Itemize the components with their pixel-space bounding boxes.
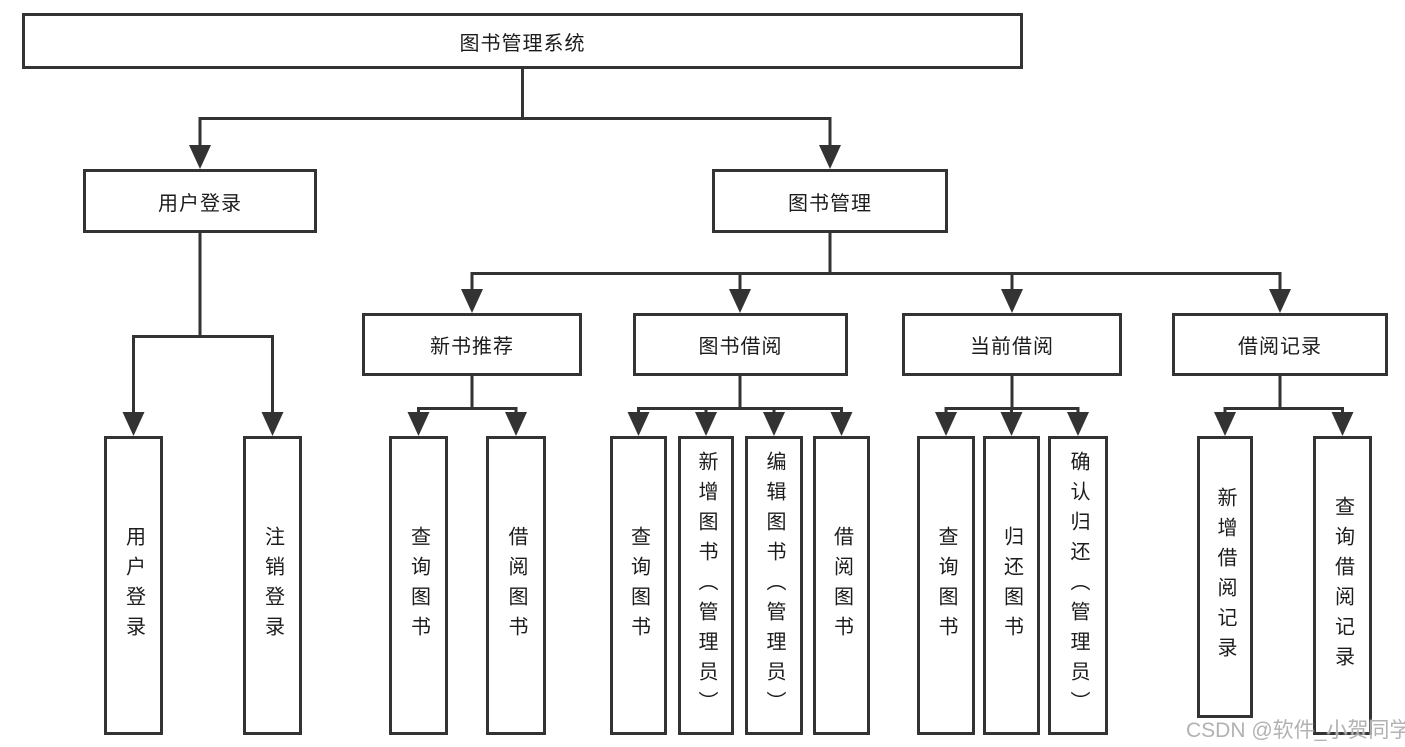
leaf-confirm-return-admin-label: 确认归还（管理员） xyxy=(1067,450,1089,721)
watermark: CSDN @软件_小贺同学 xyxy=(1186,719,1405,742)
arrow-down-icon xyxy=(830,412,853,436)
arrow-down-icon xyxy=(729,289,751,313)
leaf-add-borrow-record: 新增借阅记录 xyxy=(1197,436,1253,718)
leaf-logout-label: 注销登录 xyxy=(261,525,284,646)
arrow-down-icon xyxy=(505,412,527,436)
leaf-user-login: 用户登录 xyxy=(104,436,163,735)
leaf-query-books-2: 查询图书 xyxy=(610,436,667,735)
leaf-query-borrow-record: 查询借阅记录 xyxy=(1313,436,1372,735)
leaf-logout: 注销登录 xyxy=(243,436,302,735)
node-current-borrowing: 当前借阅 xyxy=(902,313,1122,376)
leaf-borrow-books-1-label: 借阅图书 xyxy=(505,525,527,646)
leaf-user-login-label: 用户登录 xyxy=(122,525,145,646)
node-new-book-recommend: 新书推荐 xyxy=(362,313,582,376)
leaf-query-books-3-label: 查询图书 xyxy=(935,525,957,646)
arrow-down-icon xyxy=(189,145,211,169)
leaf-edit-book-admin-label: 编辑图书（管理员） xyxy=(763,450,785,721)
leaf-query-books-1: 查询图书 xyxy=(389,436,448,735)
arrow-down-icon xyxy=(1000,412,1023,436)
arrow-down-icon xyxy=(935,412,957,436)
arrow-down-icon xyxy=(1269,289,1291,313)
node-user-login: 用户登录 xyxy=(83,169,317,233)
arrow-down-icon xyxy=(461,289,483,313)
arrow-down-icon xyxy=(1331,412,1354,436)
node-book-borrowing: 图书借阅 xyxy=(633,313,848,376)
leaf-query-borrow-record-label: 查询借阅记录 xyxy=(1331,495,1354,676)
node-user-login-label: 用户登录 xyxy=(158,192,242,215)
leaf-return-books-label: 归还图书 xyxy=(1000,525,1023,646)
leaf-borrow-books-2-label: 借阅图书 xyxy=(830,525,853,646)
arrow-down-icon xyxy=(407,412,430,436)
arrow-down-icon xyxy=(1214,412,1236,436)
arrow-down-icon xyxy=(627,412,650,436)
leaf-borrow-books-1: 借阅图书 xyxy=(486,436,546,735)
leaf-return-books: 归还图书 xyxy=(983,436,1040,735)
leaf-confirm-return-admin: 确认归还（管理员） xyxy=(1048,436,1108,735)
arrow-down-icon xyxy=(763,412,785,436)
leaf-query-books-3: 查询图书 xyxy=(917,436,975,735)
node-book-management-label: 图书管理 xyxy=(788,192,872,215)
node-borrow-records-label: 借阅记录 xyxy=(1238,336,1322,358)
node-new-book-recommend-label: 新书推荐 xyxy=(430,336,514,358)
arrow-down-icon xyxy=(695,412,717,436)
leaf-edit-book-admin: 编辑图书（管理员） xyxy=(745,436,803,735)
node-book-management: 图书管理 xyxy=(712,169,948,233)
node-borrow-records: 借阅记录 xyxy=(1172,313,1388,376)
leaf-add-book-admin: 新增图书（管理员） xyxy=(678,436,734,735)
leaf-add-book-admin-label: 新增图书（管理员） xyxy=(695,450,717,721)
leaf-add-borrow-record-label: 新增借阅记录 xyxy=(1214,487,1236,667)
node-book-borrowing-label: 图书借阅 xyxy=(698,336,783,358)
arrow-down-icon xyxy=(1001,289,1023,313)
arrow-down-icon xyxy=(122,412,145,436)
arrow-down-icon xyxy=(1067,412,1089,436)
arrow-down-icon xyxy=(261,412,284,436)
leaf-borrow-books-2: 借阅图书 xyxy=(813,436,870,735)
node-root: 图书管理系统 xyxy=(22,13,1023,69)
arrow-down-icon xyxy=(819,145,841,169)
node-root-label: 图书管理系统 xyxy=(459,32,586,55)
leaf-query-books-2-label: 查询图书 xyxy=(627,525,650,646)
node-current-borrowing-label: 当前借阅 xyxy=(970,336,1054,358)
leaf-query-books-1-label: 查询图书 xyxy=(407,525,430,646)
